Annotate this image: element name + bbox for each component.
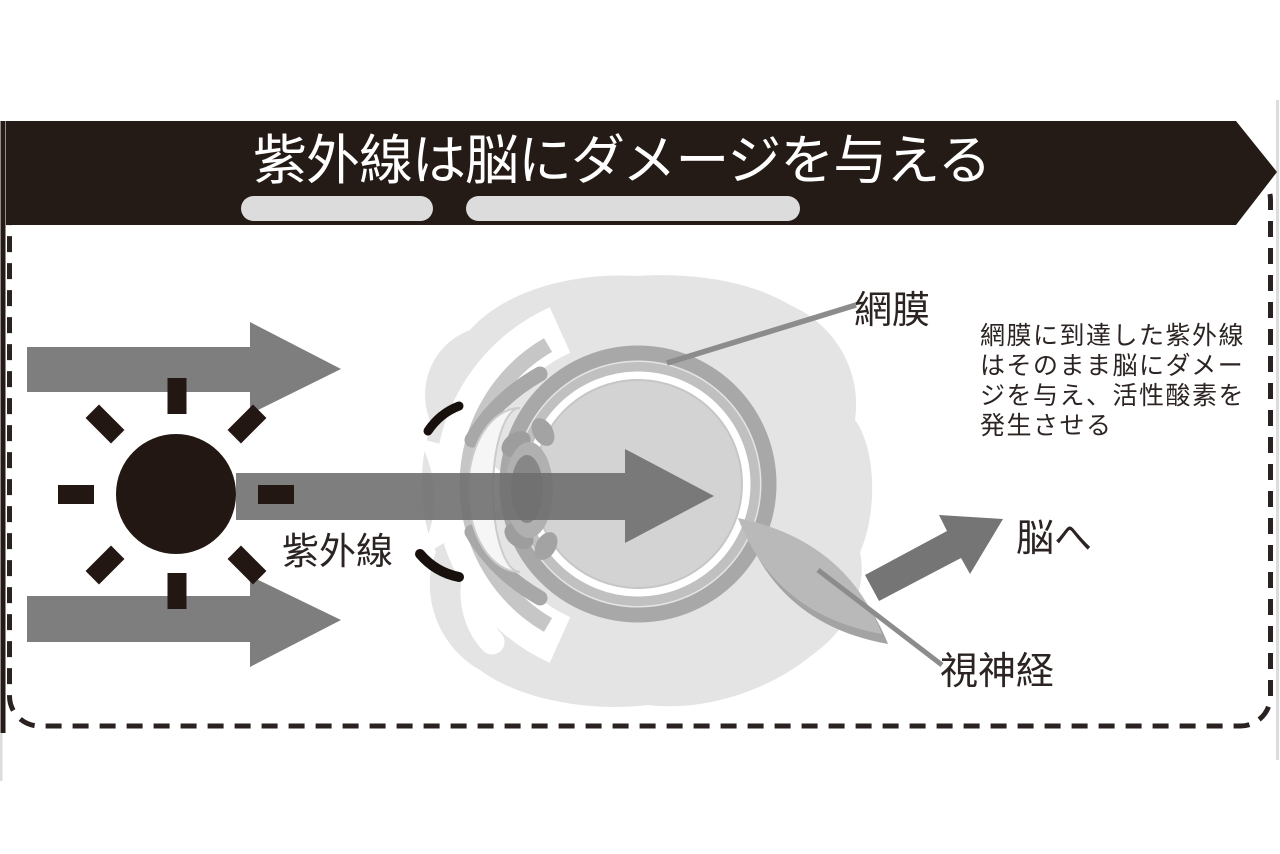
lower-lid-band bbox=[464, 524, 548, 606]
label-uv-rays: 紫外線 bbox=[282, 531, 393, 572]
page-edge-left bbox=[0, 733, 3, 781]
to-brain-arrow bbox=[865, 515, 1003, 601]
note-text: 網膜に到達した紫外線 はそのまま脳にダメー ジを与え、活性酸素を 発生させる bbox=[980, 322, 1246, 440]
title-underline-pill-2 bbox=[466, 196, 800, 221]
sun-ray-e bbox=[258, 485, 294, 504]
sun-core bbox=[116, 434, 236, 554]
upper-lid-band bbox=[464, 366, 548, 448]
page-edge-right bbox=[1276, 100, 1279, 760]
socket-highlight-bottom bbox=[460, 547, 505, 655]
cornea bbox=[467, 407, 521, 573]
uv-arrow-top bbox=[27, 322, 341, 414]
title-underline-pill-1 bbox=[241, 196, 433, 221]
retina-leader-line bbox=[666, 302, 857, 366]
left-edge-bar bbox=[0, 121, 6, 733]
iris-segment-top bbox=[531, 418, 555, 446]
sun-ray-n bbox=[167, 378, 187, 414]
uv-arrow-middle bbox=[236, 449, 714, 543]
label-optic-nerve: 視神経 bbox=[940, 651, 1055, 693]
sun-ray-s bbox=[167, 573, 187, 609]
iris-segment-bottom bbox=[534, 532, 558, 560]
sun-ray-nw bbox=[85, 404, 125, 444]
page-title: 紫外線は脳にダメージを与える bbox=[253, 131, 992, 191]
sun-ray-w bbox=[58, 485, 94, 504]
sun-icon bbox=[58, 378, 294, 609]
label-retina: 網膜 bbox=[854, 290, 931, 332]
eyelash-bottom bbox=[415, 549, 464, 582]
sun-ray-ne bbox=[227, 404, 267, 444]
sun-ray-sw bbox=[85, 545, 125, 585]
eyelash-top bbox=[423, 401, 464, 436]
optic-nerve-leader-line bbox=[816, 568, 944, 667]
sun-ray-se bbox=[227, 545, 267, 585]
optic-nerve bbox=[738, 518, 882, 634]
label-to-brain: 脳へ bbox=[1016, 518, 1093, 560]
uv-arrow-bottom bbox=[27, 576, 341, 667]
